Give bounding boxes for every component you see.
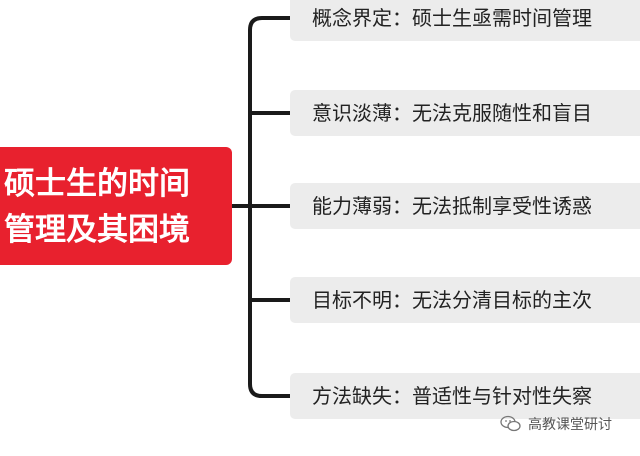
branch-topic-5: 方法缺失：普适性与针对性失察 (290, 373, 640, 419)
branch-topic-3: 能力薄弱：无法抵制享受性诱惑 (290, 183, 640, 229)
branch-topic-1: 概念界定：硕士生亟需时间管理 (290, 0, 640, 41)
root-topic-line-2: 管理及其困境 (4, 212, 190, 248)
watermark: 高教课堂研讨 (500, 414, 612, 434)
branch-topic-2: 意识淡薄：无法克服随性和盲目 (290, 90, 640, 136)
branch-topic-4: 目标不明：无法分清目标的主次 (290, 277, 640, 323)
root-topic-line-1: 硕士生的时间 (4, 166, 190, 202)
watermark-text: 高教课堂研讨 (528, 417, 612, 433)
root-topic: 硕士生的时间 管理及其困境 (0, 147, 232, 265)
wechat-icon (500, 415, 521, 432)
